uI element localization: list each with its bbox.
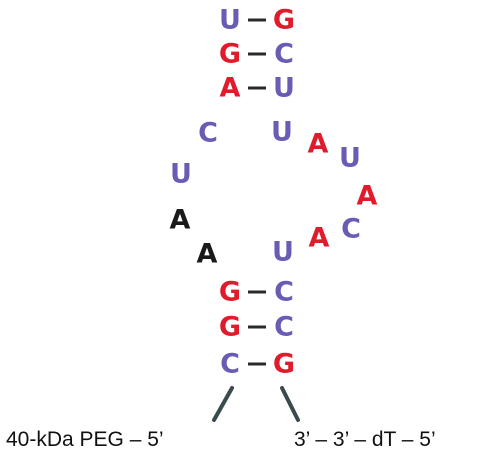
- stem-bottom-right-base: C: [274, 312, 294, 343]
- base-pair-bonds: [248, 18, 266, 366]
- right-loop-base: A: [309, 223, 330, 254]
- right-loop-base: A: [308, 129, 329, 160]
- stem-bottom-left-base: C: [220, 349, 240, 380]
- left-loop-base: U: [170, 159, 192, 190]
- stem-top-right-base: C: [274, 39, 294, 70]
- right-loop-base: U: [339, 143, 361, 174]
- stem-bottom-right-base: C: [274, 277, 294, 308]
- stem-top-left-base: G: [219, 39, 241, 70]
- stem-top-left-base: A: [220, 73, 241, 104]
- stem-top-right-base: U: [273, 73, 295, 104]
- stem-bottom-left-base: G: [219, 277, 241, 308]
- right-loop-base: C: [341, 214, 361, 245]
- left-strand-tail: [212, 386, 234, 422]
- right-loop-base: A: [357, 181, 378, 212]
- left-loop-base: A: [197, 239, 218, 270]
- stem-bottom-left-base: G: [219, 312, 241, 343]
- stem-bottom-right-base: G: [273, 349, 295, 380]
- right-strand-tail: [280, 386, 300, 422]
- left-loop-base: A: [170, 205, 191, 236]
- right-loop-base: U: [272, 237, 294, 268]
- right-loop-base: U: [271, 117, 293, 148]
- stem-top-right-base: G: [273, 5, 295, 36]
- left-loop-base: C: [198, 118, 218, 149]
- right-end-label: 3’ – 3’ – dT – 5’: [294, 428, 436, 451]
- stem-top-left-base: U: [219, 5, 241, 36]
- left-end-label: 40-kDa PEG – 5’: [6, 428, 164, 451]
